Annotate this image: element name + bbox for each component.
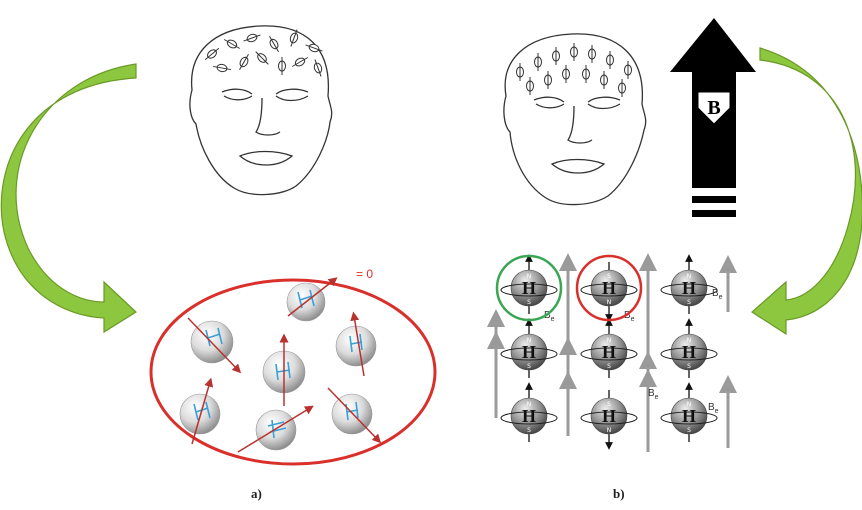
- pole-label: N: [527, 401, 532, 408]
- atom-label: H: [602, 406, 616, 426]
- hydrogen-atom: HN S: [501, 322, 557, 378]
- hydrogen-atom: HN S: [501, 386, 557, 442]
- pole-label: S: [527, 299, 531, 306]
- field-strength-label: Be: [708, 402, 719, 415]
- atom-label: H: [682, 278, 696, 298]
- pole-label: S: [527, 427, 531, 434]
- pole-label: S: [527, 363, 531, 370]
- atom-label: H: [522, 278, 536, 298]
- pole-label: N: [527, 273, 532, 280]
- pole-label: N: [687, 401, 692, 408]
- hydrogen-atom: HN S: [661, 386, 717, 442]
- caption-a: a): [251, 486, 262, 502]
- pole-label: N: [607, 427, 612, 434]
- atom-label: H: [682, 342, 696, 362]
- caption-b: b): [613, 486, 625, 502]
- left-head-random-protons: [203, 28, 325, 77]
- pole-label: S: [687, 299, 691, 306]
- panel-a-random-protons: = 0: [151, 267, 435, 464]
- pole-label: S: [687, 363, 691, 370]
- atom-label: H: [682, 406, 696, 426]
- net-magnetization-zero-label: = 0: [356, 267, 373, 281]
- proton-sphere: [188, 318, 238, 370]
- magnetic-field-arrow: B: [670, 18, 756, 217]
- proton-sphere: [328, 388, 378, 440]
- pole-label: N: [687, 273, 692, 280]
- hydrogen-atom: HN S: [501, 258, 557, 314]
- atom-label: H: [602, 278, 616, 298]
- proton-sphere: [263, 338, 305, 406]
- right-head-outline: [504, 34, 646, 205]
- pole-label: N: [607, 337, 612, 344]
- atom-label: H: [522, 406, 536, 426]
- atom-label: H: [522, 342, 536, 362]
- pole-label: S: [607, 363, 611, 370]
- hydrogen-atom: HN S: [581, 322, 637, 378]
- pole-label: N: [527, 337, 532, 344]
- hydrogen-atom: HS N: [581, 390, 637, 446]
- pole-label: S: [607, 273, 611, 280]
- pole-label: N: [607, 299, 612, 306]
- hydrogen-atom: HN S: [661, 258, 717, 314]
- hydrogen-atom: HN S: [661, 322, 717, 378]
- right-head-aligned-protons: [517, 43, 632, 97]
- field-strength-label: Be: [712, 288, 723, 301]
- pole-label: N: [687, 337, 692, 344]
- left-curved-arrow: [1, 64, 136, 332]
- field-strength-label: Be: [648, 388, 659, 401]
- proton-sphere: [336, 316, 376, 376]
- pole-label: S: [687, 427, 691, 434]
- proton-sphere: [180, 382, 220, 444]
- proton-sphere: [287, 280, 334, 321]
- atom-label: H: [602, 342, 616, 362]
- field-symbol-badge: B: [707, 97, 720, 119]
- proton-sphere: [238, 408, 310, 452]
- pole-label: S: [607, 401, 611, 408]
- right-curved-arrow: [752, 48, 862, 334]
